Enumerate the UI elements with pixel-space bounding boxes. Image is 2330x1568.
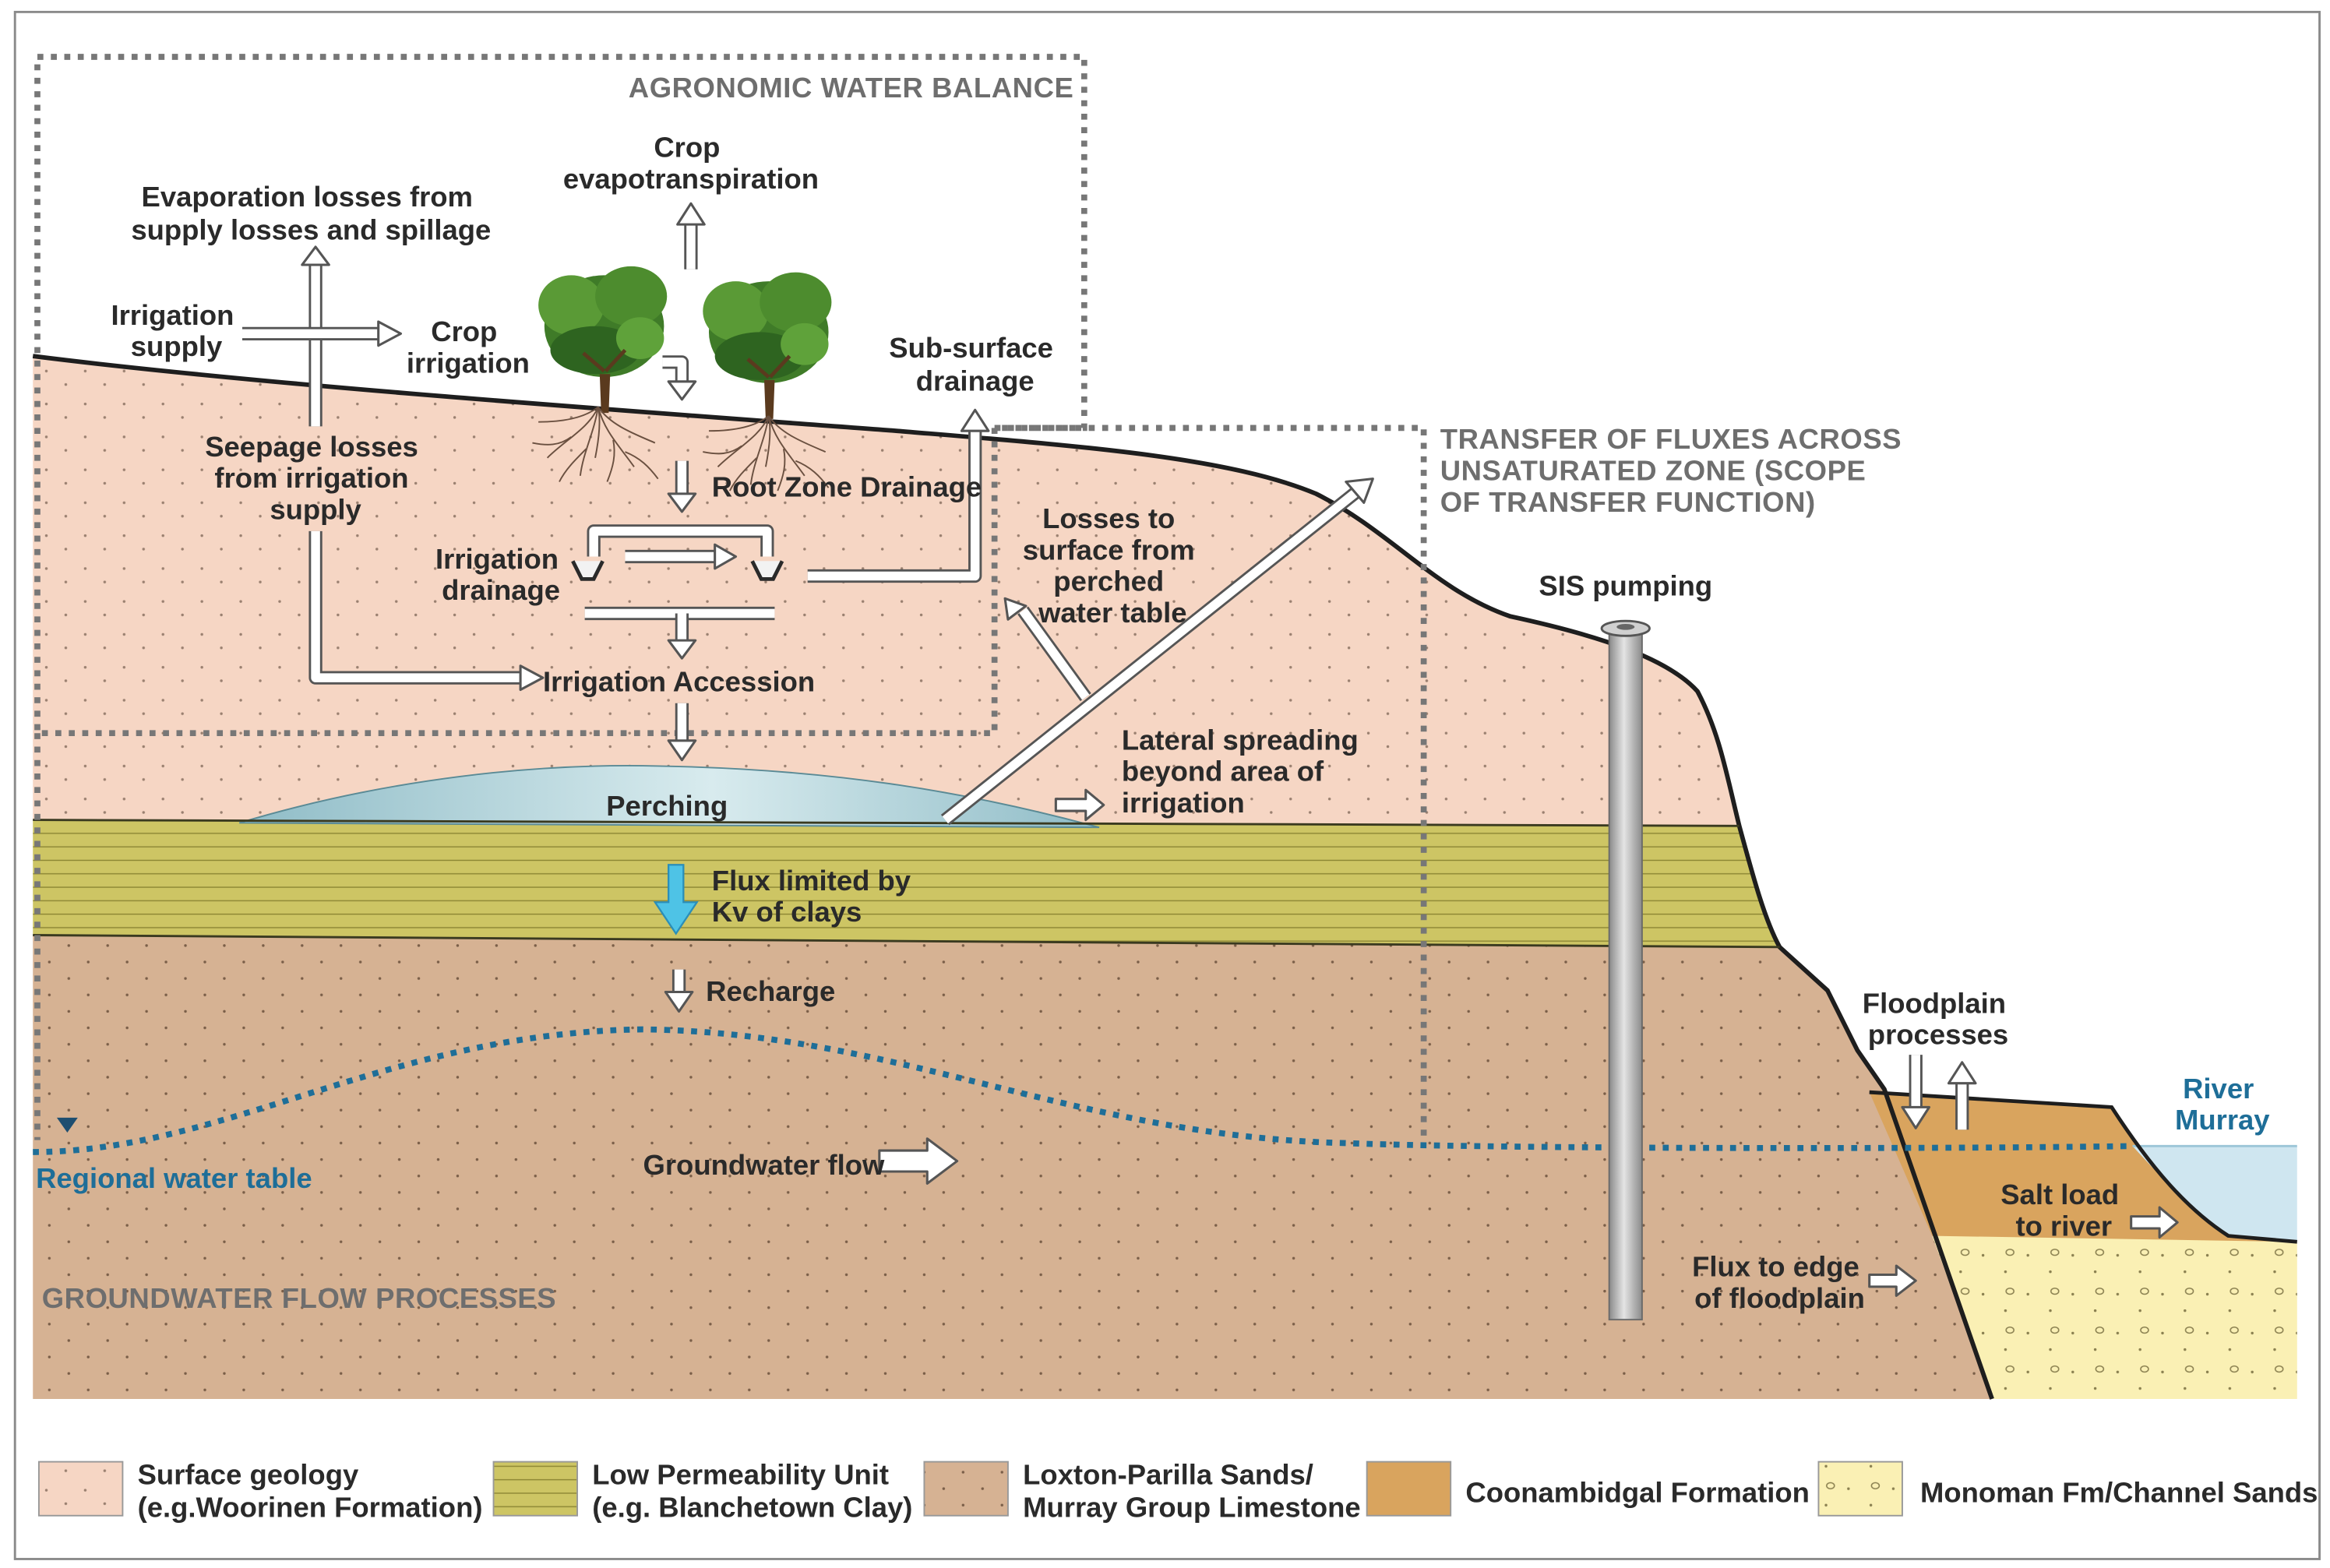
irrigation-supply-label: Irrigation supply bbox=[111, 299, 241, 362]
svg-text:Surface geology: Surface geology bbox=[138, 1458, 359, 1490]
arrowhead-recharge-icon bbox=[664, 990, 694, 1013]
coonambidgal-layer bbox=[1869, 1092, 2297, 1242]
flux-edge-arrow-icon bbox=[1868, 1264, 1917, 1297]
legend: Surface geology (e.g.Woorinen Formation)… bbox=[37, 1458, 2318, 1524]
arrowhead-rootzone-icon bbox=[667, 492, 697, 513]
irrigation-accession-label: Irrigation Accession bbox=[543, 665, 815, 697]
svg-text:Loxton-Parilla Sands/: Loxton-Parilla Sands/ bbox=[1023, 1458, 1313, 1490]
arrowhead-floodplain-down-icon bbox=[1901, 1105, 1931, 1129]
groundwater-flow-label: Groundwater flow bbox=[643, 1149, 886, 1181]
arrowhead-floodplain-up-icon bbox=[1947, 1061, 1977, 1085]
legend-item-coonambidgal: Coonambidgal Formation bbox=[1366, 1461, 1810, 1517]
agronomic-zone-title: AGRONOMIC WATER BALANCE bbox=[629, 72, 1074, 104]
svg-text:Coonambidgal Formation: Coonambidgal Formation bbox=[1465, 1476, 1810, 1508]
water-table-marker-icon bbox=[56, 1117, 78, 1133]
flux-limited-label: Flux limited by Kv of clays bbox=[712, 865, 918, 928]
svg-text:Low Permeability Unit: Low Permeability Unit bbox=[592, 1458, 889, 1490]
legend-item-low-permeability: Low Permeability Unit (e.g. Blanchetown … bbox=[492, 1458, 912, 1524]
arrowhead-drainage-icon bbox=[714, 543, 738, 570]
arrowhead-subsurface-icon bbox=[960, 408, 990, 432]
arrowhead-evaporation-icon bbox=[301, 245, 330, 266]
svg-text:Murray Group Limestone: Murray Group Limestone bbox=[1023, 1492, 1361, 1524]
salt-load-arrow-icon bbox=[2130, 1206, 2179, 1239]
regional-water-table-line bbox=[33, 1026, 2133, 1155]
canopy-drip-path bbox=[662, 355, 689, 383]
river-murray-water bbox=[2132, 1146, 2297, 1242]
subsurface-drainage-label: Sub-surface drainage bbox=[889, 332, 1061, 396]
arrowhead-losses-icon bbox=[1003, 597, 1028, 621]
arrowhead-seepage-icon bbox=[519, 664, 545, 692]
monoman-layer bbox=[1932, 1235, 2297, 1399]
arrowhead-et-icon bbox=[676, 202, 706, 226]
groundwater-flow-arrow-icon bbox=[878, 1137, 959, 1185]
crop-irrigation-label: Crop irrigation bbox=[407, 315, 530, 379]
crop-et-label: Crop evapotranspiration bbox=[563, 132, 819, 195]
recharge-label: Recharge bbox=[706, 975, 835, 1007]
legend-item-surface-geology: Surface geology (e.g.Woorinen Formation) bbox=[37, 1458, 483, 1524]
figure-frame bbox=[13, 10, 2321, 1560]
seepage-label: Seepage losses from irrigation supply bbox=[205, 431, 426, 526]
regional-water-table-label: Regional water table bbox=[36, 1162, 312, 1194]
arrowhead-accession-down-icon bbox=[667, 739, 697, 762]
perched-water-lens bbox=[238, 765, 1100, 829]
floodplain-label: Floodplain processes bbox=[1863, 987, 2014, 1050]
ground-surface-line bbox=[32, 354, 1994, 1400]
river-murray-label: River Murray bbox=[2175, 1073, 2270, 1136]
losses-perched-label: Losses to surface from perched water tab… bbox=[1023, 502, 1203, 629]
transfer-diagonal-path bbox=[940, 485, 1362, 826]
sis-pumping-well bbox=[1608, 627, 1643, 1321]
lateral-spreading-arrow-icon bbox=[1054, 788, 1105, 822]
root-zone-drainage-label: Root Zone Drainage bbox=[712, 471, 982, 503]
flux-to-edge-label: Flux to edge of floodplain bbox=[1692, 1250, 1867, 1313]
legend-item-loxton-parilla: Loxton-Parilla Sands/ Murray Group Limes… bbox=[923, 1458, 1361, 1524]
floodplain-pipes bbox=[1909, 1055, 1969, 1130]
svg-text:(e.g. Blanchetown Clay): (e.g. Blanchetown Clay) bbox=[592, 1492, 912, 1524]
surface-geology-layer bbox=[33, 356, 1740, 826]
flux-limited-arrow-icon bbox=[653, 864, 699, 936]
low-permeability-layer bbox=[33, 819, 1780, 947]
sis-pumping-label: SIS pumping bbox=[1539, 569, 1712, 601]
tree-right-icon bbox=[703, 273, 831, 419]
drain-cup-left-icon bbox=[571, 560, 605, 581]
lateral-spreading-label: Lateral spreading beyond area of irrigat… bbox=[1122, 724, 1366, 819]
perching-label: Perching bbox=[606, 790, 728, 822]
arrowhead-crop-irrigation-icon bbox=[377, 320, 403, 347]
transfer-zone-box bbox=[994, 425, 1427, 1140]
evaporation-label: Evaporation losses from supply losses an… bbox=[131, 181, 491, 245]
groundwater-zone-title: GROUNDWATER FLOW PROCESSES bbox=[42, 1282, 556, 1314]
loxton-parilla-layer bbox=[33, 935, 1993, 1399]
arrowhead-accession-icon bbox=[667, 639, 697, 660]
arrowhead-drip-icon bbox=[667, 380, 697, 401]
irrigation-drainage-label: Irrigation drainage bbox=[435, 543, 566, 606]
svg-text:Monoman Fm/Channel Sands: Monoman Fm/Channel Sands bbox=[1920, 1476, 2318, 1508]
transfer-zone-title: TRANSFER OF FLUXES ACROSS UNSATURATED ZO… bbox=[1440, 423, 1910, 518]
legend-item-monoman: Monoman Fm/Channel Sands bbox=[1817, 1461, 2318, 1517]
subsurface-drainage-path bbox=[807, 428, 982, 583]
svg-text:(e.g.Woorinen Formation): (e.g.Woorinen Formation) bbox=[138, 1492, 483, 1524]
tree-left-icon bbox=[538, 266, 667, 413]
salt-load-label: Salt load to river bbox=[2000, 1179, 2127, 1242]
drain-cup-right-icon bbox=[750, 560, 784, 581]
arrowhead-transfer-icon bbox=[1345, 477, 1374, 504]
